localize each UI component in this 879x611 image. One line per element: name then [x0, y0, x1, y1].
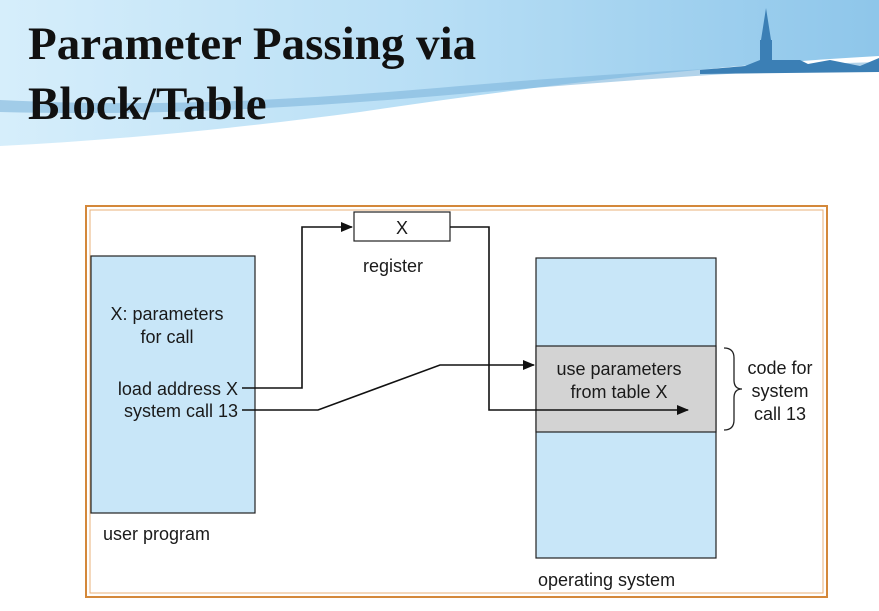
slide-title: Parameter Passing via Block/Table	[28, 14, 476, 134]
user-program-caption: user program	[103, 524, 210, 544]
os-caption: operating system	[538, 570, 675, 590]
load-address-line: load address X	[118, 379, 238, 399]
system-call-line: system call 13	[124, 401, 238, 421]
slide-title-line2: Block/Table	[28, 78, 267, 130]
register-caption: register	[363, 256, 423, 276]
arrow-load-to-register	[242, 222, 353, 389]
table-line2: from table X	[570, 382, 667, 402]
brace-label-line2: system	[751, 381, 808, 401]
diagram-frame-inner	[89, 209, 824, 594]
arrow-syscall-to-os	[242, 360, 535, 411]
slide-title-line1: Parameter Passing via	[28, 18, 477, 70]
user-program-box	[90, 255, 256, 514]
register-value: X	[396, 218, 408, 238]
param-line2: for call	[140, 327, 193, 347]
brace-icon	[723, 347, 743, 431]
header-background	[0, 0, 879, 146]
brace-label-line1: code for	[747, 358, 812, 378]
diagram-frame	[85, 205, 828, 598]
brace-label-line3: call 13	[754, 404, 806, 424]
param-line1: X: parameters	[110, 304, 223, 324]
arrow-register-to-table	[450, 226, 689, 415]
register-box	[353, 211, 451, 242]
parameter-table-block	[535, 345, 717, 433]
table-line1: use parameters	[556, 359, 681, 379]
church-skyline-icon	[700, 8, 879, 74]
